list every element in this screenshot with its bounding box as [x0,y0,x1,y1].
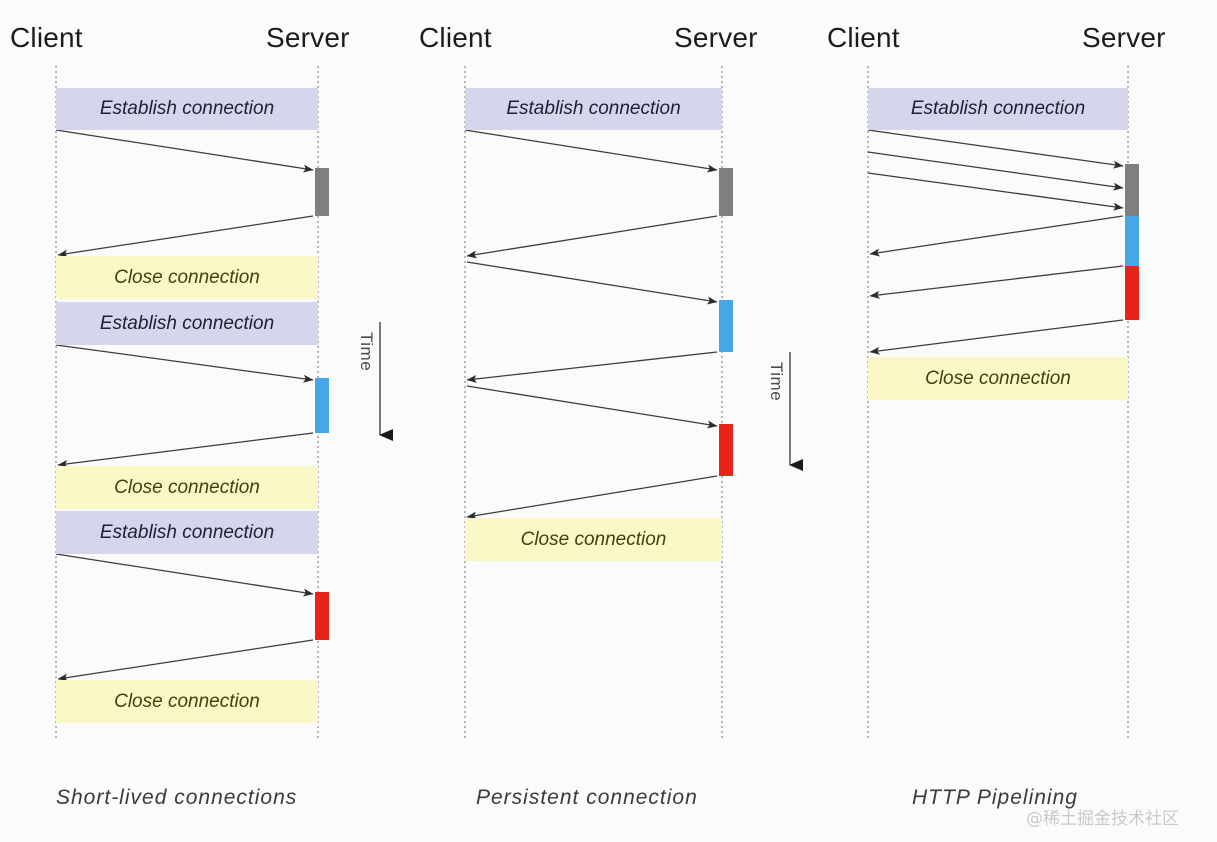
activation-bar-short-lived-0 [315,168,329,216]
message-arrow-left-short-lived-5 [57,639,314,682]
message-arrow-right-pipelining-1 [867,151,1124,191]
activation-bar-pipelining-0 [1125,164,1139,216]
time-arrow-1-label: Time [357,332,376,372]
band-establish-short-lived-0: Establish connection [56,88,318,130]
activation-bar-pipelining-2 [1125,266,1139,320]
message-arrow-right-pipelining-2 [867,172,1124,211]
band-establish-persistent-0: Establish connection [465,88,722,130]
band-close-short-lived-1: Close connection [56,256,318,299]
activation-bar-pipelining-1 [1125,216,1139,266]
panel-title-client-persistent: Client [419,22,492,53]
band-establish-short-lived-4: Establish connection [56,511,318,554]
panel-caption-short-lived: Short-lived connections [56,786,298,809]
message-arrow-right-short-lived-0 [55,129,314,173]
message-arrow-right-persistent-4 [466,385,718,429]
band-close-persistent-1: Close connection [465,518,722,561]
panel-title-server-persistent: Server [674,22,758,53]
time-arrow-2-label: Time [767,362,786,402]
message-arrow-left-pipelining-4 [869,265,1124,299]
panel-title-client-pipelining: Client [827,22,900,53]
message-arrow-right-short-lived-4 [55,553,314,597]
panel-caption-pipelining: HTTP Pipelining [912,786,1078,809]
activation-bar-persistent-2 [719,424,733,476]
panel-caption-persistent: Persistent connection [476,786,698,809]
message-arrow-left-pipelining-5 [869,319,1124,355]
message-arrow-left-persistent-1 [466,215,718,259]
message-arrow-left-persistent-3 [466,351,718,383]
message-arrow-right-pipelining-0 [867,129,1124,169]
activation-bar-persistent-1 [719,300,733,352]
panel-title-server-short-lived: Server [266,22,350,53]
message-arrow-left-short-lived-1 [57,215,314,258]
activation-bar-short-lived-2 [315,592,329,640]
message-arrow-right-short-lived-2 [55,344,314,383]
message-arrow-right-persistent-0 [464,129,718,173]
message-arrow-left-pipelining-3 [869,215,1124,257]
band-close-pipelining-1: Close connection [868,357,1128,400]
message-arrow-left-persistent-5 [466,475,718,520]
band-establish-short-lived-2: Establish connection [56,302,318,345]
message-arrow-left-short-lived-3 [57,432,314,468]
panel-title-server-pipelining: Server [1082,22,1166,53]
band-establish-pipelining-0: Establish connection [868,88,1128,130]
band-close-short-lived-3: Close connection [56,466,318,509]
message-arrow-right-persistent-2 [466,261,718,305]
band-close-short-lived-5: Close connection [56,680,318,723]
message-arrows-group [55,129,1124,682]
panel-title-client-short-lived: Client [10,22,83,53]
watermark-text: @稀土掘金技术社区 [1026,809,1179,829]
activation-bar-persistent-0 [719,168,733,216]
lifelines-group [55,66,1129,740]
activation-bar-short-lived-1 [315,378,329,433]
